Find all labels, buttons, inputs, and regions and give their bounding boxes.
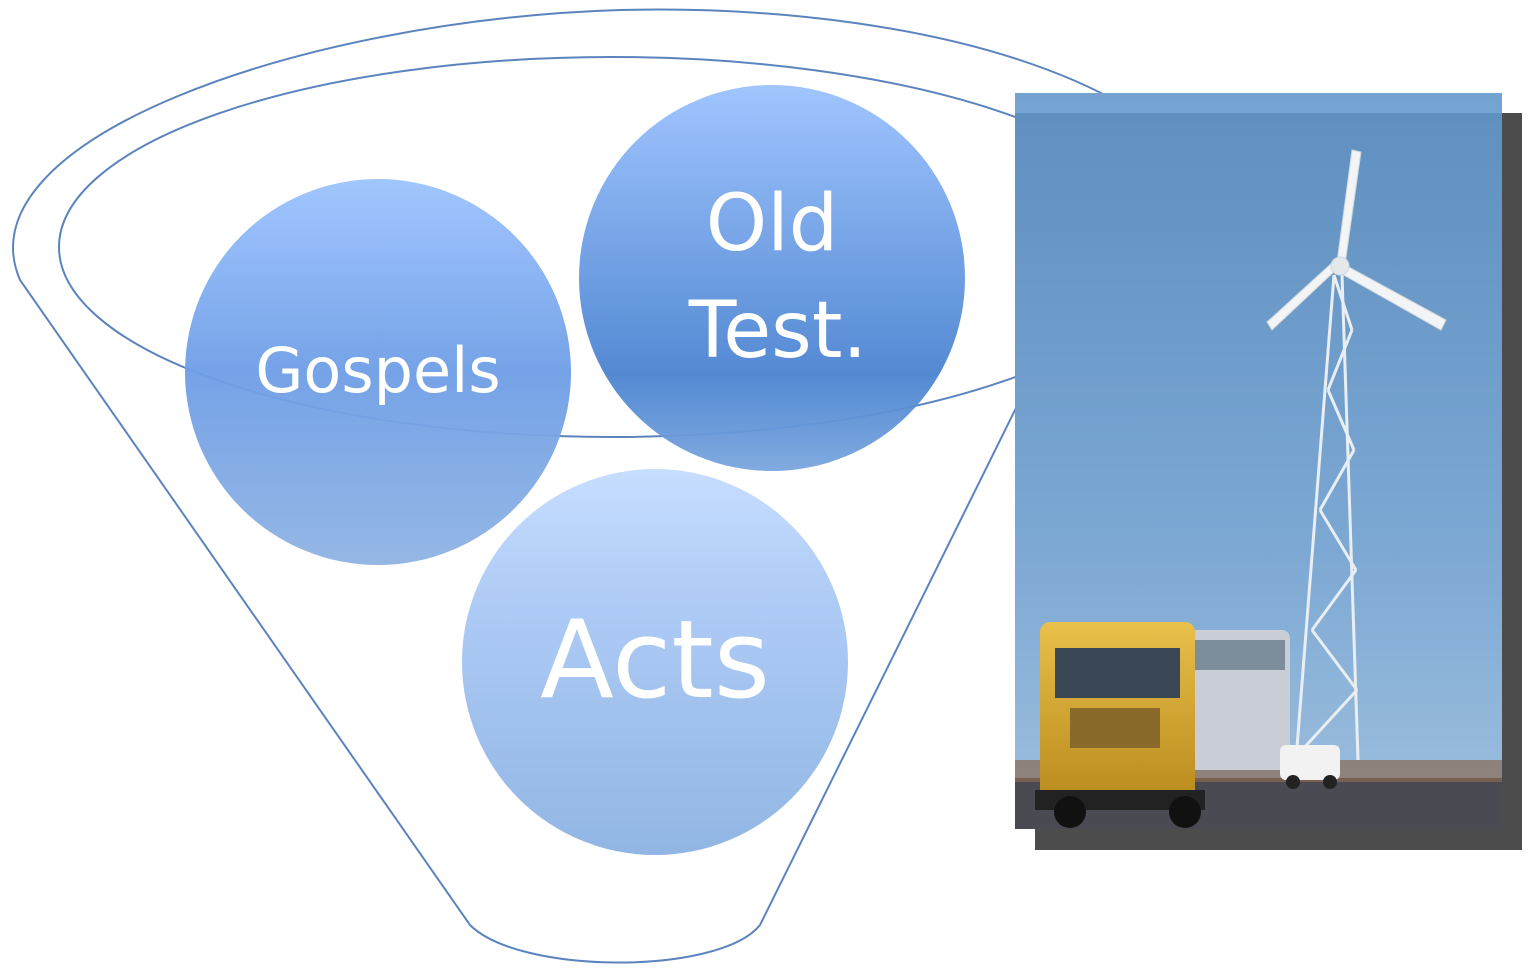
circle-label-gospels: Gospels [255, 334, 500, 407]
wind-turbine-photo [1015, 93, 1502, 829]
turbine-blades [1266, 149, 1447, 331]
circle-old-test [579, 85, 965, 471]
circle-label-acts: Acts [540, 598, 770, 723]
turbine-tower [1294, 274, 1360, 761]
circle-label-old-test-line1: Old [706, 179, 839, 269]
circle-acts [462, 469, 848, 855]
circle-gospels [185, 179, 571, 565]
parked-car [1280, 745, 1340, 789]
school-bus [1035, 622, 1290, 828]
circle-label-old-test-line2: Test. [688, 286, 867, 376]
